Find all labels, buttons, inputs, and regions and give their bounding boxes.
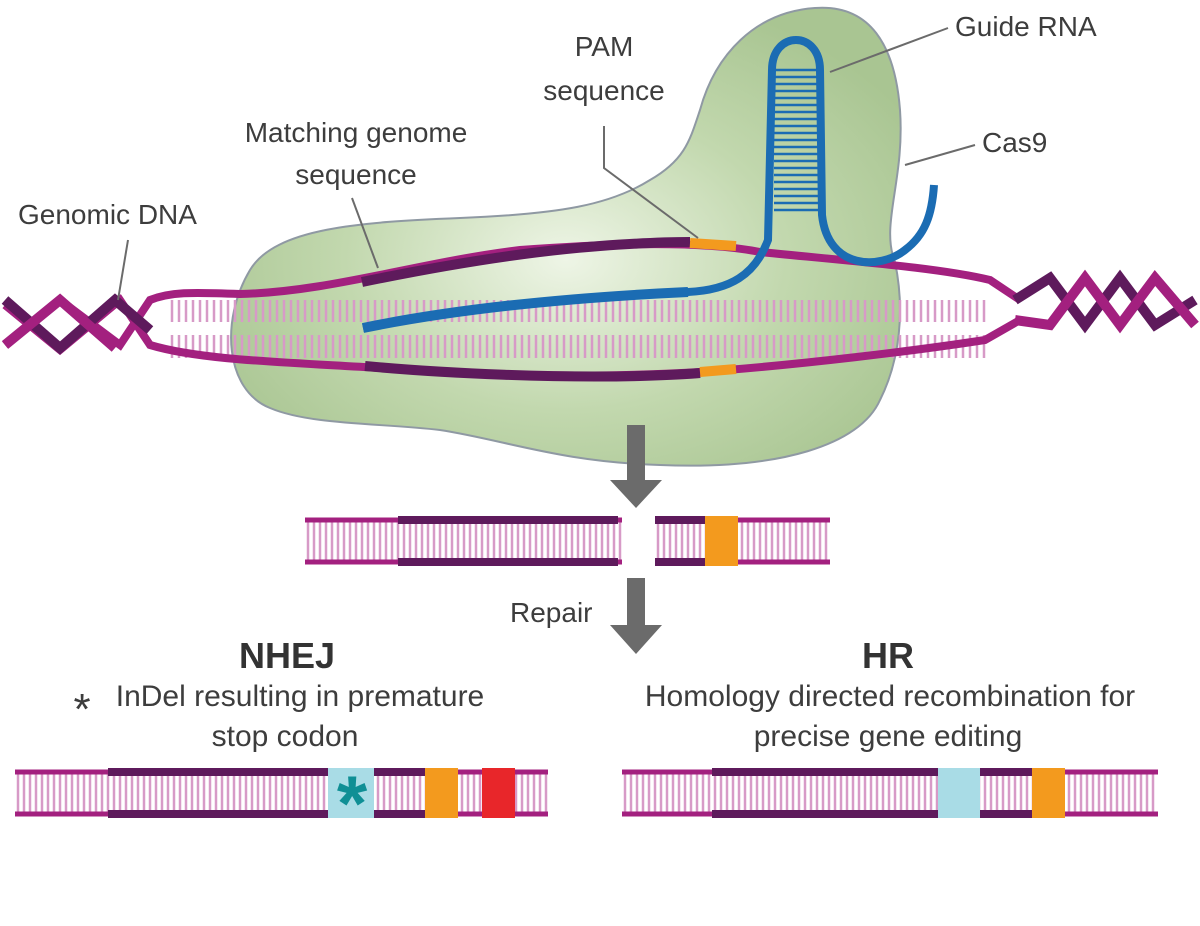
cut-dna-fragments bbox=[305, 516, 830, 566]
asterisk-icon: * bbox=[73, 685, 90, 734]
inserted-sequence-segment bbox=[938, 768, 980, 818]
nhej-title: NHEJ bbox=[239, 635, 335, 676]
guide-rna-spacer bbox=[361, 287, 689, 333]
nhej-description-line1: InDel resulting in premature bbox=[116, 680, 485, 713]
dna-helix-left-b bbox=[1, 293, 119, 352]
pam-sequence-top bbox=[689, 238, 737, 251]
label-pam-line1: PAM bbox=[575, 31, 634, 62]
nhej-description-line2: stop codon bbox=[212, 720, 359, 753]
leader-cas9 bbox=[904, 144, 976, 166]
guide-rna-rungs bbox=[774, 68, 820, 212]
label-genomic-dna: Genomic DNA bbox=[18, 199, 197, 230]
indel-segment bbox=[328, 768, 374, 818]
label-repair: Repair bbox=[510, 597, 592, 628]
hr-repaired-dna bbox=[622, 768, 1158, 818]
hr-description-line1: Homology directed recombination for bbox=[645, 680, 1135, 713]
label-cas9: Cas9 bbox=[982, 127, 1047, 158]
pam-segment bbox=[705, 516, 738, 566]
cas9-protein bbox=[230, 6, 902, 467]
leader-genomic-dna bbox=[117, 239, 129, 301]
label-matching-line1: Matching genome bbox=[245, 117, 468, 148]
dna-helix-right-b bbox=[1014, 269, 1199, 334]
indel-asterisk-icon: * bbox=[337, 759, 368, 847]
hr-title: HR bbox=[862, 635, 914, 676]
leader-matching-sequence bbox=[351, 197, 379, 269]
hr-description-line2: precise gene editing bbox=[754, 720, 1023, 753]
label-guide-rna: Guide RNA bbox=[955, 11, 1097, 42]
leader-guide-rna bbox=[829, 27, 949, 73]
matching-sequence-top bbox=[360, 237, 691, 287]
label-matching-line2: sequence bbox=[295, 159, 416, 190]
leader-pam bbox=[603, 126, 699, 239]
down-arrow-icon bbox=[610, 425, 662, 508]
dna-rungs-top bbox=[170, 300, 986, 322]
pam-segment bbox=[425, 768, 458, 818]
down-arrow-icon bbox=[610, 578, 662, 654]
stop-codon-segment bbox=[482, 768, 515, 818]
matching-sequence-bottom bbox=[364, 361, 701, 382]
pam-segment bbox=[1032, 768, 1065, 818]
label-pam-line2: sequence bbox=[543, 75, 664, 106]
pam-sequence-bottom bbox=[699, 364, 737, 377]
nhej-repaired-dna bbox=[15, 768, 548, 818]
